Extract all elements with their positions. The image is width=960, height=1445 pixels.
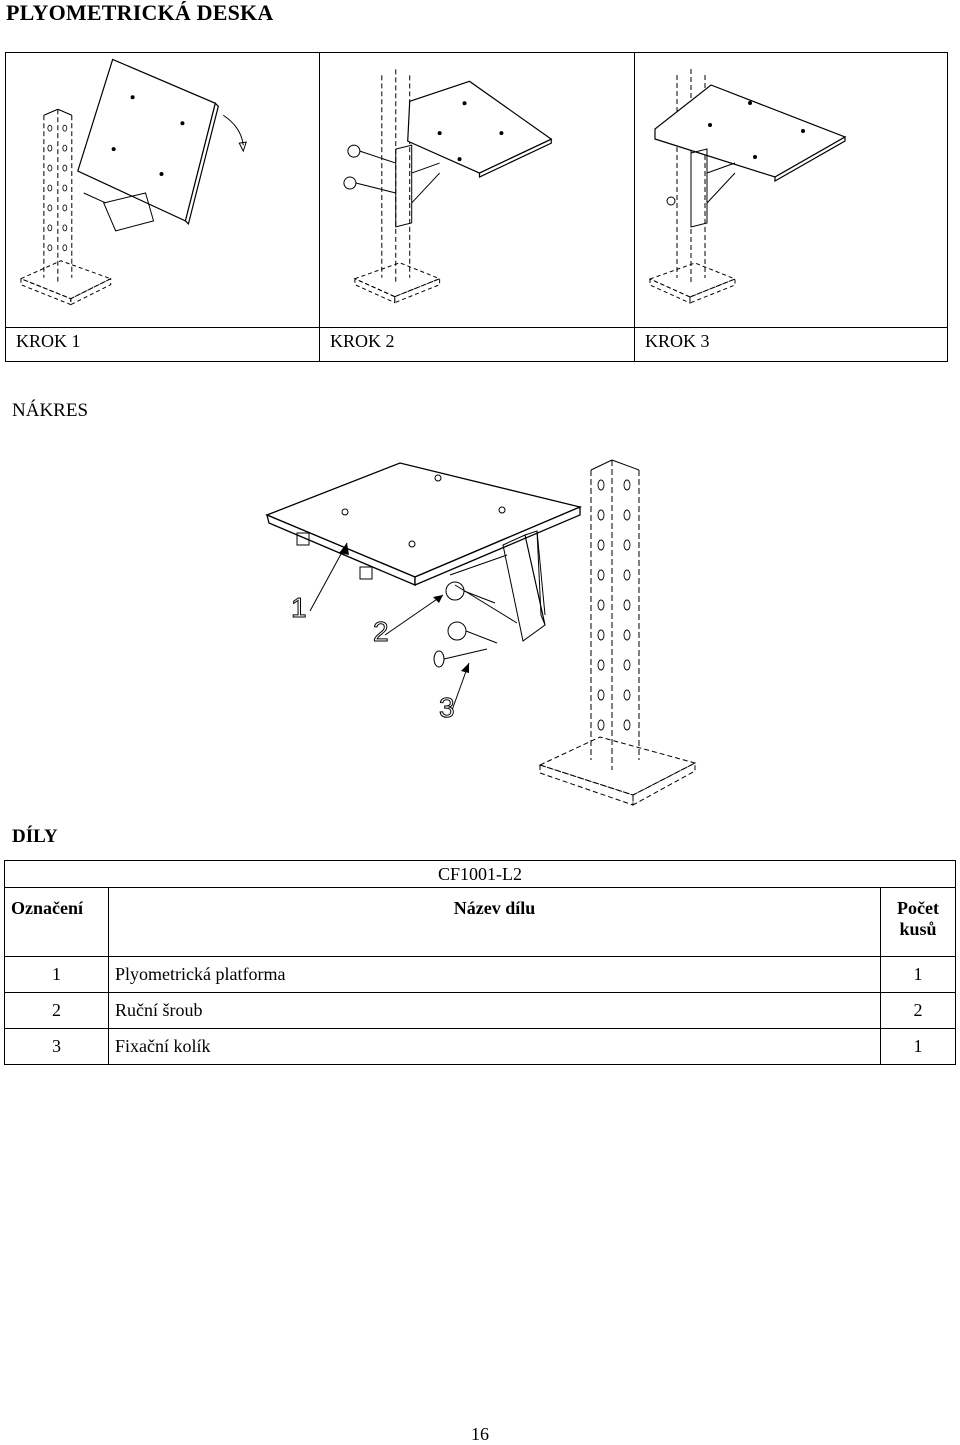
- part-qty: 2: [880, 992, 956, 1029]
- part-name: Fixační kolík: [108, 1028, 881, 1065]
- page-title: PLYOMETRICKÁ DESKA: [6, 0, 274, 25]
- part-id: 3: [4, 1028, 109, 1065]
- exploded-drawing: 1 2 3: [265, 459, 697, 806]
- step-3-label: KROK 3: [645, 331, 710, 351]
- step-2-cell: KROK 2: [320, 53, 635, 361]
- step-1-cell: KROK 1: [6, 53, 320, 361]
- part-id: 2: [4, 992, 109, 1029]
- part-name: Plyometrická platforma: [108, 956, 881, 993]
- table-row: 1 Plyometrická platforma 1: [4, 956, 956, 993]
- part-qty: 1: [880, 956, 956, 993]
- parts-section-heading: DÍLY: [12, 826, 58, 847]
- model-number: CF1001-L2: [4, 860, 956, 888]
- header-id: Označení: [4, 887, 109, 957]
- step-1-label: KROK 1: [16, 331, 81, 351]
- callout-1: 1: [291, 592, 307, 623]
- header-name: Název dílu: [108, 887, 881, 957]
- part-name: Ruční šroub: [108, 992, 881, 1029]
- steps-divider: [6, 327, 947, 328]
- part-qty: 1: [880, 1028, 956, 1065]
- parts-table: CF1001-L2 Označení Název dílu Počet kusů…: [4, 860, 956, 1065]
- step-1-illustration: [19, 58, 247, 306]
- step-2-illustration: [343, 69, 553, 304]
- table-row: 2 Ruční šroub 2: [4, 992, 956, 1029]
- header-qty: Počet kusů: [880, 887, 956, 957]
- step-3-illustration: [648, 69, 847, 304]
- drawing-section-heading: NÁKRES: [12, 400, 89, 421]
- step-3-cell: KROK 3: [635, 53, 948, 361]
- assembly-steps-table: KROK 1: [5, 52, 948, 362]
- callout-3: 3: [439, 692, 455, 723]
- step-2-label: KROK 2: [330, 331, 395, 351]
- part-id: 1: [4, 956, 109, 993]
- page-number: 16: [471, 1424, 489, 1444]
- table-row: 3 Fixační kolík 1: [4, 1028, 956, 1065]
- callout-2: 2: [373, 616, 389, 647]
